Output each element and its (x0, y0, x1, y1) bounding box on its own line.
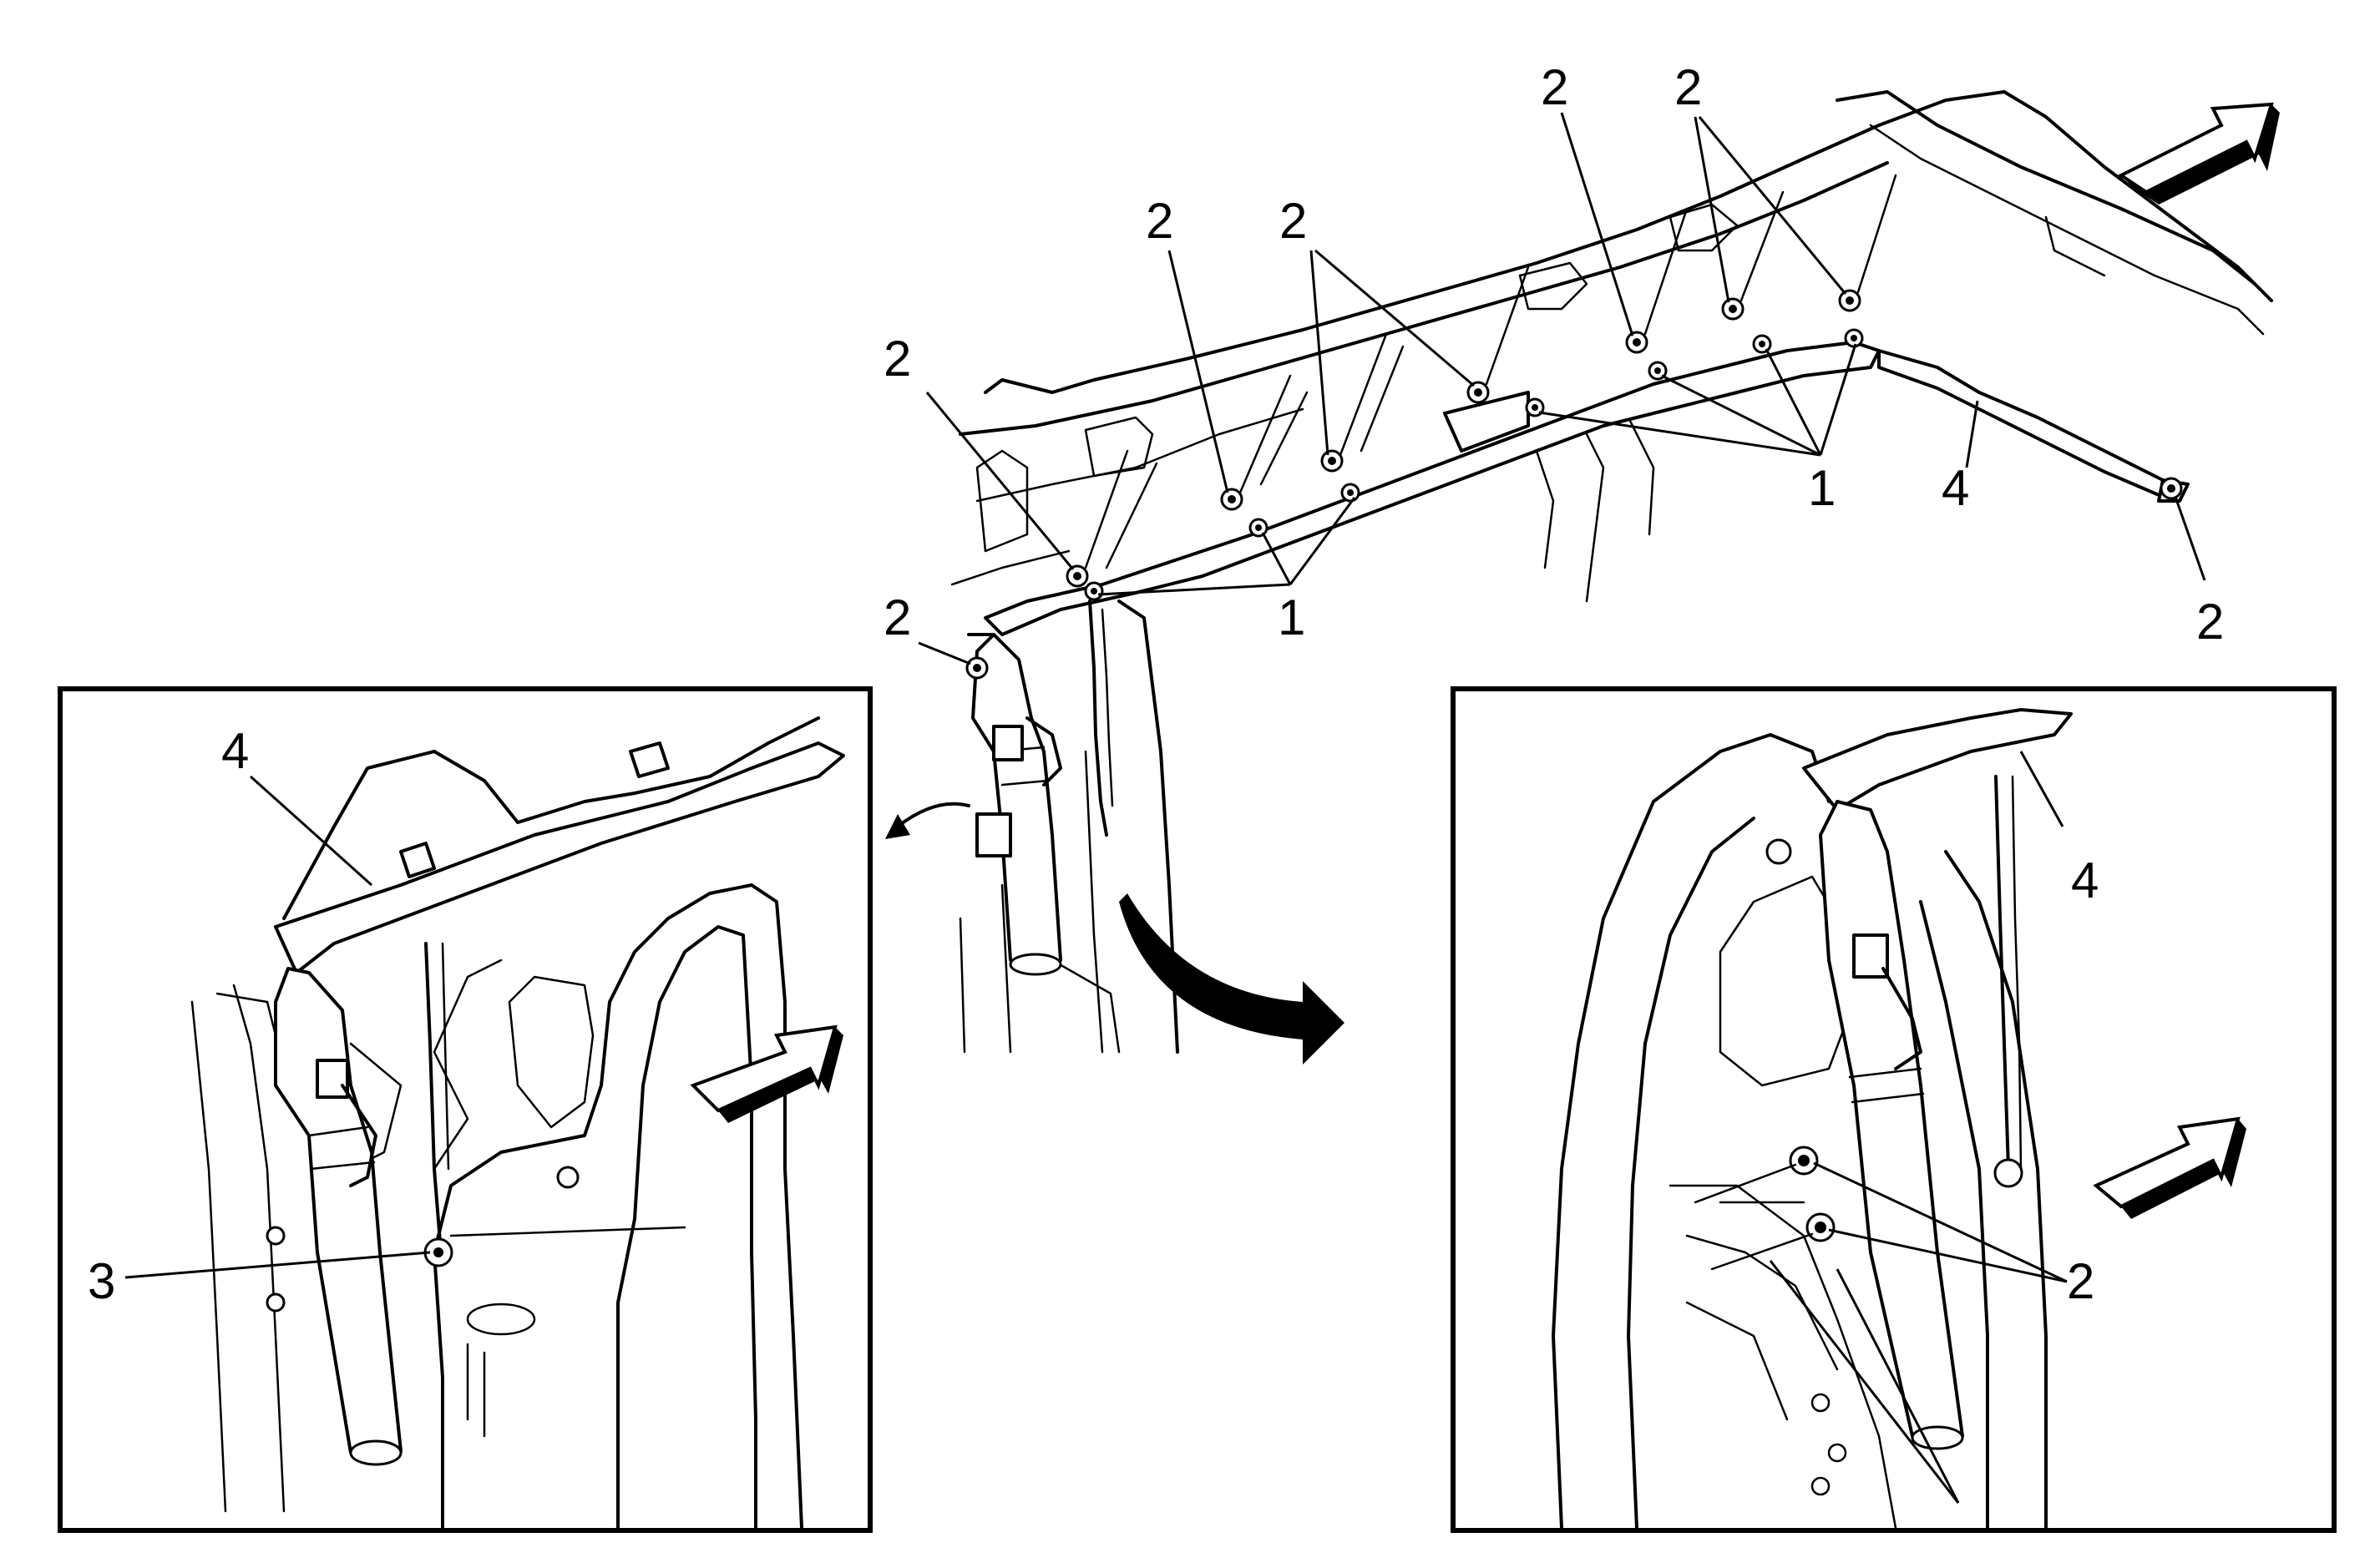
roof-rail-airbag-main (971, 341, 2190, 976)
callout-main-1a: 1 (1278, 589, 1305, 645)
callout-main-2a: 2 (884, 331, 911, 387)
callout-left-3: 3 (88, 1253, 115, 1309)
nut-1 (1248, 518, 1268, 538)
callout-main-2f: 2 (884, 589, 911, 645)
rotation-arrows (885, 802, 1344, 1065)
inset-right-forward-arrow-icon (2093, 1116, 2246, 1219)
bolt-2 (1466, 381, 1490, 404)
nut-1 (1752, 334, 1772, 354)
bolt-2 (1220, 488, 1243, 511)
detail-inset-right: 4 2 (1451, 686, 2337, 1533)
callout-right-2: 2 (2067, 1253, 2094, 1309)
callout-main-2b: 2 (1146, 193, 1173, 249)
bolt-2 (1721, 297, 1744, 321)
callout-left-4: 4 (221, 723, 249, 779)
bolt-2 (1838, 289, 1861, 312)
bolt-2 (2160, 477, 2183, 500)
callout-right-4: 4 (2071, 852, 2099, 908)
detail-inset-left: 4 3 (58, 686, 873, 1533)
leaders-main (918, 112, 2206, 665)
callout-main-4: 4 (1942, 460, 1969, 516)
fasteners-main (965, 174, 2183, 680)
nut-1 (1525, 397, 1545, 417)
bolt-2 (965, 656, 989, 680)
nut-1 (1844, 328, 1864, 348)
roof-rail-structure (950, 90, 2273, 1054)
inset-left-airbag (266, 741, 845, 1466)
callout-main-2g: 2 (2196, 594, 2224, 650)
inset-right-bolt-2 (1805, 1212, 1836, 1242)
inset-left-forward-arrow-icon (690, 1024, 843, 1123)
bolt-2 (1625, 331, 1648, 354)
inset-left-structure (190, 716, 820, 1530)
nut-1 (1648, 361, 1668, 381)
bolt-2 (1066, 564, 1089, 588)
callout-main-2e: 2 (1674, 59, 1702, 115)
nut-1 (1340, 483, 1360, 503)
main-view: 2 2 2 2 2 2 2 1 1 4 (884, 59, 2280, 1065)
bolt-2 (1320, 449, 1344, 473)
inset-right-airbag (1694, 708, 2073, 1450)
forward-arrow-icon (2118, 102, 2280, 205)
inset-right-structure (1552, 733, 2048, 1530)
callout-main-2d: 2 (1541, 59, 1568, 115)
inset-right-bolt-2 (1789, 1146, 1819, 1176)
nut-1 (1084, 581, 1104, 601)
callout-main-2c: 2 (1279, 193, 1307, 249)
callout-main-1b: 1 (1808, 460, 1836, 516)
